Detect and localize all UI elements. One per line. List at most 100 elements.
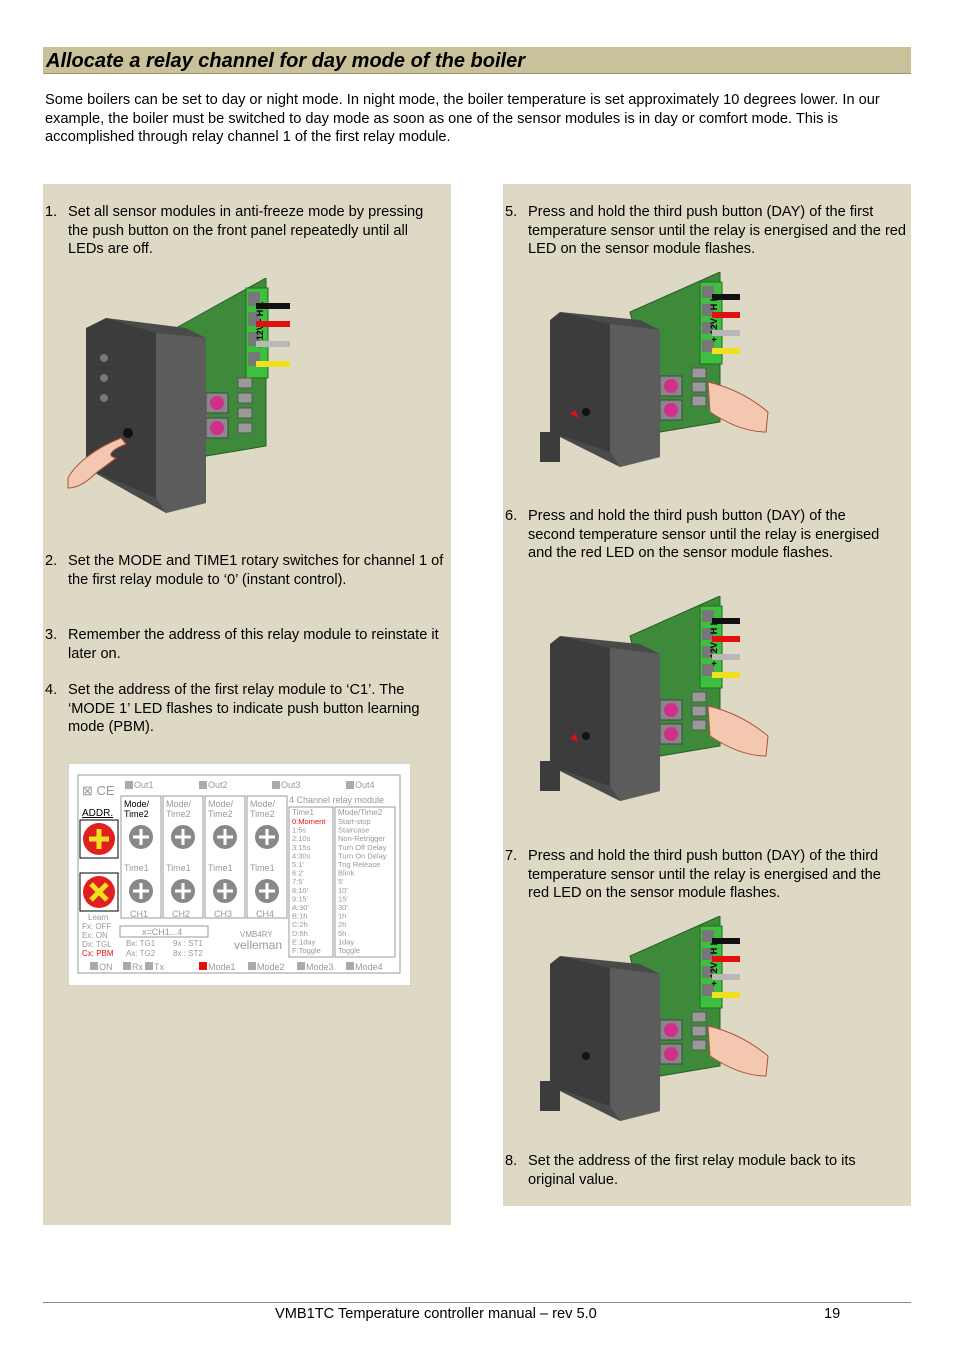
svg-text:Time2: Time2 [208,809,233,819]
step-number: 8. [505,1153,518,1169]
list-item: 15' [338,894,348,903]
intro-paragraph: Some boilers can be set to day or night … [45,92,880,145]
svg-text:Mode/: Mode/ [208,799,234,809]
step-8: 8. Set the address of the first relay mo… [505,1152,905,1189]
list-item: 7:5' [292,877,304,886]
time1-list: 0:Moment1:5s2:10s3:15s4:30s5:1'6:2'7:5'8… [292,817,326,955]
list-item: 8:10' [292,886,309,895]
list-item: 1h [338,912,346,921]
terminal-label: + 12V - H L [709,295,719,342]
list-item: Turn On Delay [338,851,387,860]
module-drawing: + 12V - H L [67,278,290,513]
bx-label: Bx: TG1 [126,939,156,948]
step-number: 1. [45,204,58,220]
list-item: 3:15s [292,843,311,852]
time1-label: Time1 [124,863,149,873]
learn-line: Cx: PBM [82,949,114,958]
list-item: D:5h [292,929,308,938]
step-text: Set the address of the first relay modul… [528,1153,856,1188]
time1-label: Time1 [250,863,275,873]
step-4: 4. Set the address of the first relay mo… [45,681,445,737]
terminal-label: + 12V - H L [709,939,719,986]
time1-label: Time1 [166,863,191,873]
mode-col-header: Mode/Time2 [338,808,383,817]
brand-logo: velleman [234,938,282,952]
x-ch-label: x=CH1...4 [142,927,182,937]
page-number: 19 [824,1306,841,1322]
ch-label: CH3 [214,909,232,919]
list-item: F:Toggle [292,946,321,955]
list-item: 5h [338,929,346,938]
led-label: Rx [132,962,143,972]
list-item: 10' [338,886,348,895]
list-item: C:2h [292,920,308,929]
footer-title: VMB1TC Temperature controller manual – r… [275,1306,597,1322]
sensor-module-figure-3: + 12V - H L [540,596,769,801]
ch-label: CH2 [172,909,190,919]
out-label: Out2 [208,780,228,790]
svg-text:⊠ CE: ⊠ CE [82,783,115,798]
channel-1: Mode/ Time2 Time1 CH1 [120,795,162,919]
list-item: 1day [338,937,355,946]
step-number: 7. [505,848,518,864]
list-item: 1:5s [292,826,306,835]
list-item: 9:15' [292,894,309,903]
led-label: Mode2 [257,962,285,972]
out-label: Out1 [134,780,154,790]
list-item: Staircase [338,826,369,835]
step-3: 3. Remember the address of this relay mo… [45,626,445,663]
svg-text:Time2: Time2 [124,809,149,819]
list-item: A:30' [292,903,309,912]
list-item: Trig Release [338,860,380,869]
terminal-label: + 12V - H L [709,619,719,666]
list-item: 5:1' [292,860,304,869]
step-text: Press and hold the third push button (DA… [528,508,880,561]
svg-text:Mode/: Mode/ [124,799,150,809]
step-text: Set the address of the first relay modul… [68,682,420,735]
step-text: Set all sensor modules in anti-freeze mo… [68,204,424,257]
out-label: Out4 [355,780,375,790]
ax-label: Ax: TG2 [126,949,156,958]
list-item: 5' [338,877,344,886]
ch-label: CH4 [256,909,274,919]
step-number: 6. [505,508,518,524]
channel-4: Mode/ Time2 Time1 CH4 [246,795,288,919]
list-item: Start-stop [338,817,371,826]
list-item: E:1day [292,937,316,946]
step-number: 2. [45,553,58,569]
svg-text:Time2: Time2 [250,809,275,819]
list-item: 6:2' [292,869,304,878]
time1-label: Time1 [208,863,233,873]
step-7: 7. Press and hold the third push button … [505,847,905,903]
module-title: 4 Channel relay module [289,795,384,805]
learn-line: Dx: TGL [82,940,112,949]
model-label: VMB4RY [240,930,273,939]
out-label: Out3 [281,780,301,790]
channel-3: Mode/ Time2 Time1 CH3 [204,795,246,919]
list-item: Turn Off Delay [338,843,387,852]
list-item: Blink [338,869,355,878]
step-6: 6. Press and hold the third push button … [505,507,885,563]
step-5: 5. Press and hold the third push button … [505,203,911,259]
step-number: 4. [45,682,58,698]
svg-text:Mode/: Mode/ [166,799,192,809]
step-1: 1. Set all sensor modules in anti-freeze… [45,203,445,259]
list-item: 2:10s [292,834,311,843]
list-item: 2h [338,920,346,929]
section-heading-bar: Allocate a relay channel for day mode of… [43,47,911,74]
step-number: 3. [45,627,58,643]
list-item: Non-Retrigger [338,834,386,843]
led-label: Mode3 [306,962,334,972]
svg-text:Time2: Time2 [166,809,191,819]
ch-label: CH1 [130,909,148,919]
step-2: 2. Set the MODE and TIME1 rotary switche… [45,552,445,589]
relay-module-panel: ⊠ CE Out1 Out2 Out3 Out4 ADDR. Learn Fx:… [68,763,411,986]
step-text: Press and hold the third push button (DA… [528,848,881,901]
list-item: 30' [338,903,348,912]
time1-col-header: Time1 [292,808,314,817]
led-label: Tx [154,962,164,972]
sensor-module-figure-4: + 12V - H L [540,916,769,1121]
step-number: 5. [505,204,518,220]
list-item: 4:30s [292,851,311,860]
